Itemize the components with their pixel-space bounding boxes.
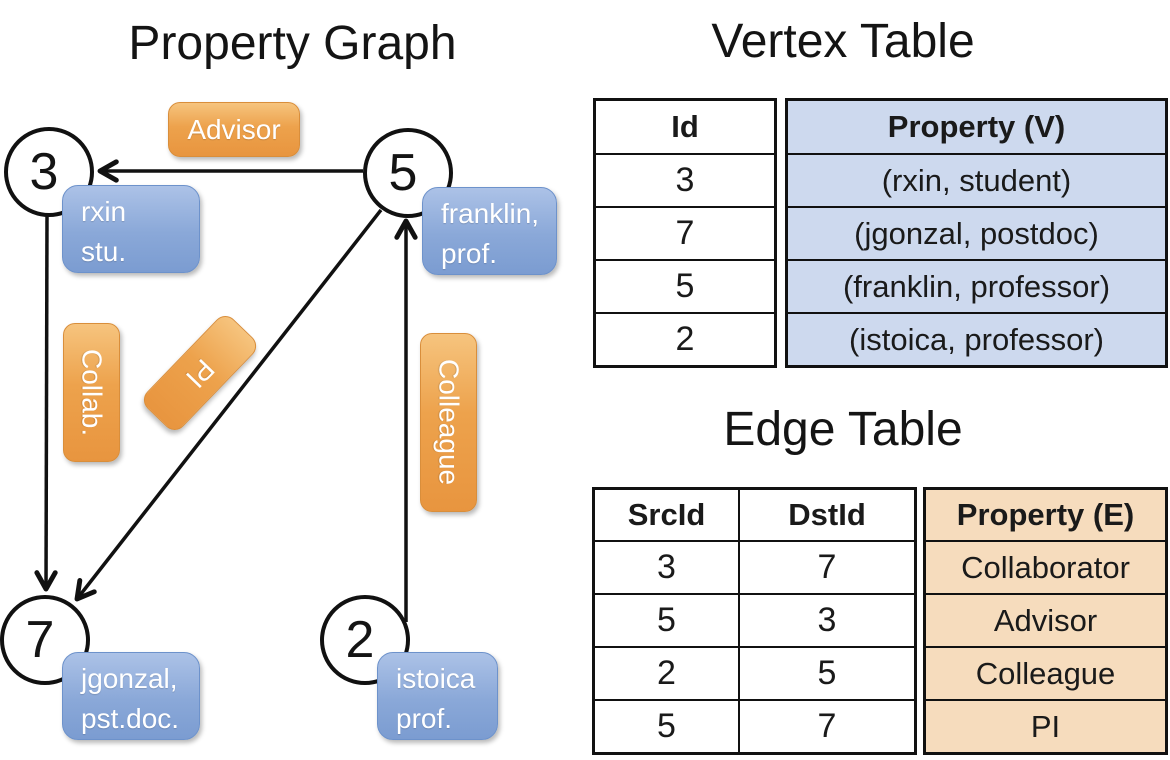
vertex-table: Id 3 7 5 2 Property (V) (rxin, student): [593, 98, 1168, 368]
vertex-node-5-id: 5: [388, 144, 418, 202]
table-row: 5: [596, 259, 774, 312]
table-header-row: Property (E): [926, 490, 1165, 540]
vertex-id-header: Id: [671, 109, 699, 144]
edge-property-cell: PI: [926, 701, 1165, 752]
pill-line: jgonzal,: [81, 663, 178, 694]
table-row: 5 7: [595, 699, 914, 752]
edge-property-cell: Colleague: [926, 648, 1165, 699]
table-row: 3: [596, 153, 774, 206]
edge-label-pi-text: PI: [180, 353, 221, 394]
edge-label-collab: Collab.: [63, 323, 120, 462]
table-row: 7: [596, 206, 774, 259]
table-header-row: Property (V): [788, 101, 1165, 153]
vertex-property-pill-rxin: rxin stu.: [62, 185, 200, 273]
edge-srcid-cell: 5: [595, 595, 740, 646]
pill-line: franklin,: [441, 198, 540, 229]
edge-dstid-cell: 7: [817, 707, 837, 745]
table-row: (jgonzal, postdoc): [788, 206, 1165, 259]
vertex-node-7-id: 7: [25, 611, 55, 669]
property-graph-title: Property Graph: [128, 17, 457, 70]
vertex-id-cell: 3: [675, 161, 695, 199]
table-row: 2: [596, 312, 774, 365]
edge-label-advisor: Advisor: [168, 102, 300, 157]
vertex-property-pill-jgonzal: jgonzal, pst.doc.: [62, 652, 200, 740]
edge-property-header: Property (E): [926, 490, 1165, 540]
table-row: 5 3: [595, 593, 914, 646]
table-row: Colleague: [926, 646, 1165, 699]
edge-label-advisor-text: Advisor: [187, 113, 281, 145]
table-row: PI: [926, 699, 1165, 752]
vertex-node-3-id: 3: [29, 143, 59, 201]
vertex-node-2-id: 2: [345, 611, 375, 669]
table-row: Collaborator: [926, 540, 1165, 593]
pill-line: prof.: [441, 238, 498, 269]
edge-dstid-header: DstId: [788, 497, 866, 532]
pill-line: prof.: [396, 703, 453, 734]
pill-line: rxin: [81, 196, 127, 227]
vertex-property-pill-istoica: istoica prof.: [377, 652, 498, 740]
edge-label-pi: PI: [138, 311, 262, 435]
vertex-property-cell: (rxin, student): [788, 155, 1165, 206]
vertex-property-header: Property (V): [788, 101, 1165, 153]
edge-dstid-cell: 7: [817, 548, 837, 586]
edge-srcid-cell: 3: [595, 542, 740, 593]
vertex-property-pill-franklin: franklin, prof.: [422, 187, 557, 275]
vertex-table-property-column: Property (V) (rxin, student) (jgonzal, p…: [785, 98, 1168, 368]
table-row: 2 5: [595, 646, 914, 699]
vertex-property-cell: (jgonzal, postdoc): [788, 208, 1165, 259]
vertex-id-cell: 7: [675, 214, 695, 252]
table-header-row: SrcId DstId: [595, 490, 914, 540]
table-row: Advisor: [926, 593, 1165, 646]
edge-table-property-column: Property (E) Collaborator Advisor Collea…: [923, 487, 1168, 755]
edge-srcid-cell: 5: [595, 701, 740, 752]
pill-line: pst.doc.: [81, 703, 180, 734]
table-row: (rxin, student): [788, 153, 1165, 206]
edge-label-colleague-text: Colleague: [433, 359, 465, 486]
table-row: (franklin, professor): [788, 259, 1165, 312]
vertex-node-3: 3: [4, 127, 94, 217]
vertex-property-cell: (franklin, professor): [788, 261, 1165, 312]
vertex-property-cell: (istoica, professor): [788, 314, 1165, 365]
vertex-table-id-column: Id 3 7 5 2: [593, 98, 777, 368]
vertex-node-5: 5: [363, 128, 453, 218]
table-row: (istoica, professor): [788, 312, 1165, 365]
pill-line: istoica: [396, 663, 476, 694]
vertex-id-cell: 5: [675, 267, 695, 305]
edge-table-src-dst-columns: SrcId DstId 3 7 5 3 2 5 5 7: [592, 487, 917, 755]
table-row: 3 7: [595, 540, 914, 593]
edge-dstid-cell: 3: [817, 601, 837, 639]
edge-property-cell: Advisor: [926, 595, 1165, 646]
vertex-id-cell: 2: [675, 320, 695, 358]
edge-srcid-header: SrcId: [595, 490, 740, 540]
edge-table-title: Edge Table: [723, 403, 963, 456]
pill-line: stu.: [81, 236, 127, 267]
vertex-table-title: Vertex Table: [711, 15, 975, 68]
edge-3-to-7: [34, 214, 58, 592]
edge-dstid-cell: 5: [817, 654, 837, 692]
edge-property-cell: Collaborator: [926, 542, 1165, 593]
edge-label-colleague: Colleague: [420, 333, 477, 512]
edge-label-collab-text: Collab.: [76, 348, 108, 437]
edge-table: SrcId DstId 3 7 5 3 2 5 5 7 Property (E): [592, 487, 1168, 755]
edge-srcid-cell: 2: [595, 648, 740, 699]
table-header-row: Id: [596, 101, 774, 153]
